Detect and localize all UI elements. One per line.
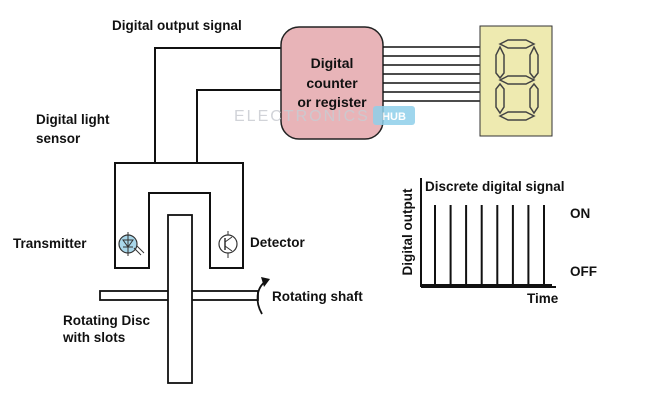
graph-x-label: Time xyxy=(527,291,559,306)
label-rotating-shaft: Rotating shaft xyxy=(272,289,363,304)
label-rotating-disc-1: Rotating Disc xyxy=(63,313,150,328)
seven-segment-digit xyxy=(495,39,539,121)
level-on-label: ON xyxy=(570,206,590,221)
rotation-arrowhead-icon xyxy=(261,277,270,287)
watermark-text: ELECTRONICS xyxy=(234,108,370,125)
graph-y-label: Digital output xyxy=(400,188,415,275)
label-detector: Detector xyxy=(250,235,306,250)
watermark-badge xyxy=(373,106,415,125)
label-digital-output-signal: Digital output signal xyxy=(112,18,242,33)
label-digital-light-sensor-2: sensor xyxy=(36,131,81,146)
rotating-shaft xyxy=(167,214,193,384)
counter-label-line1: Digital xyxy=(311,55,354,71)
watermark-badge-text: HUB xyxy=(382,111,406,123)
discrete-signal-graph: Discrete digital signal Digital output T… xyxy=(400,178,597,306)
graph-title: Discrete digital signal xyxy=(425,179,565,194)
level-off-label: OFF xyxy=(570,264,597,279)
label-digital-light-sensor-1: Digital light xyxy=(36,112,110,127)
digital-light-sensor xyxy=(114,162,244,269)
counter-to-display-bus xyxy=(383,46,480,102)
electronicshub-watermark: ELECTRONICS HUB xyxy=(234,106,415,125)
return-wire xyxy=(196,89,283,163)
counter-label-line3: or register xyxy=(297,94,367,110)
label-transmitter: Transmitter xyxy=(13,236,87,251)
counter-label-line2: counter xyxy=(306,75,358,91)
label-rotating-disc-2: with slots xyxy=(62,330,125,345)
seven-segment-display xyxy=(479,25,553,137)
detector-phototransistor-icon xyxy=(218,231,238,258)
output-signal-wire xyxy=(154,47,283,163)
transmitter-led-icon xyxy=(118,232,145,256)
pulse-train xyxy=(421,205,552,286)
